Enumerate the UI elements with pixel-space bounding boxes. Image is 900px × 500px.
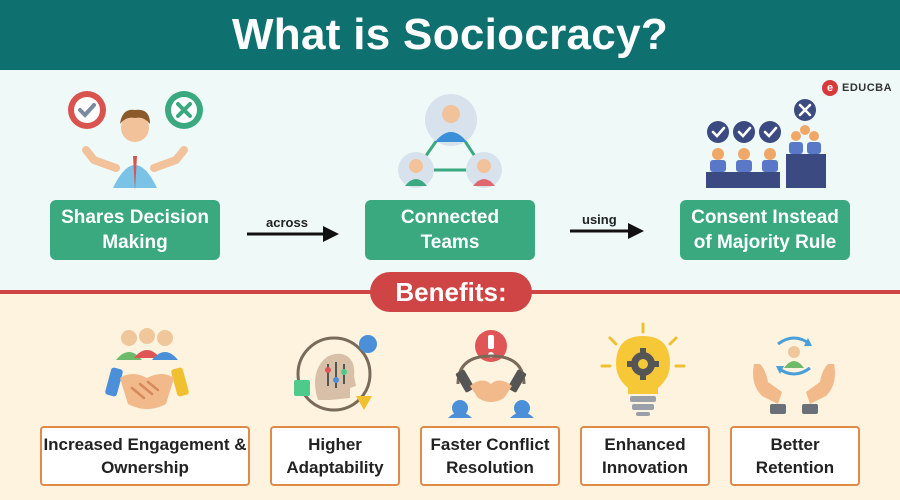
- page-title: What is Sociocracy?: [231, 10, 669, 59]
- brand-name: EDUCBA: [842, 82, 893, 94]
- benefit-innovation: Enhanced Innovation: [580, 426, 710, 486]
- step-box-connected-teams: Connected Teams: [365, 200, 535, 260]
- connector-label-across: across: [266, 215, 308, 230]
- arrow-right-icon: [247, 226, 339, 242]
- connected-team-icon: [398, 94, 502, 188]
- consent-vote-icon: [706, 99, 826, 188]
- brand-mark: e: [822, 80, 838, 96]
- benefit-adaptability: Higher Adaptability: [270, 426, 400, 486]
- benefit-conflict-resolution: Faster Conflict Resolution: [420, 426, 560, 486]
- benefits-heading: Benefits:: [370, 272, 532, 312]
- step-box-shares-decision: Shares Decision Making: [50, 200, 220, 260]
- conflict-handshake-icon: [448, 330, 534, 418]
- brand-logo: e EDUCBA: [822, 80, 892, 96]
- benefit-retention: Better Retention: [730, 426, 860, 486]
- step-box-consent: Consent Instead of Majority Rule: [680, 200, 850, 260]
- head-adjustment-icon: [294, 335, 377, 412]
- team-handshake-icon: [105, 328, 189, 409]
- connector-label-using: using: [582, 212, 617, 227]
- benefit-engagement: Increased Engagement & Ownership: [40, 426, 250, 486]
- decision-person-icon: [68, 91, 203, 190]
- lightbulb-gear-icon: [600, 322, 686, 416]
- header-bar: What is Sociocracy?: [0, 0, 900, 70]
- hands-person-cycle-icon: [753, 336, 835, 414]
- arrow-right-icon: [570, 223, 644, 239]
